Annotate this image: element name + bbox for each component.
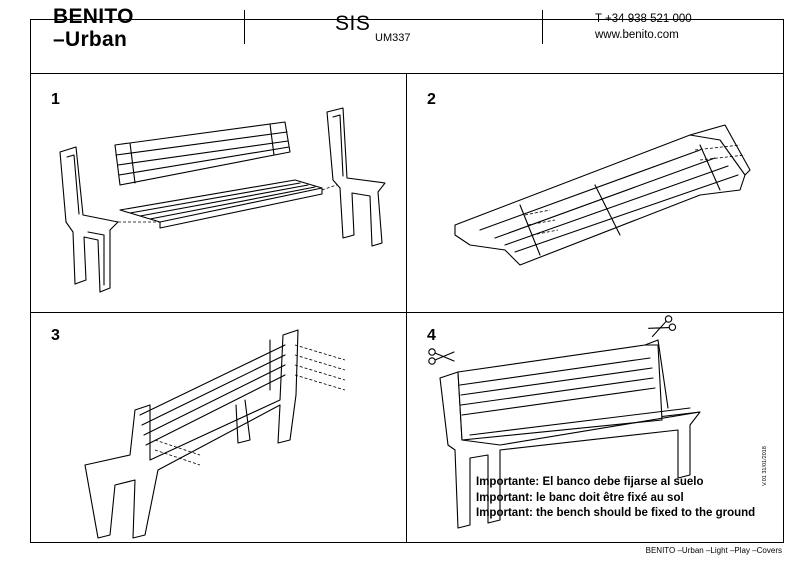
column-divider [406, 73, 407, 543]
step-4-illustration [439, 339, 701, 529]
footer-brand-line: BENITO –Urban –Light –Play –Covers [645, 546, 782, 555]
step-2-number: 2 [427, 91, 436, 108]
website: www.benito.com [595, 29, 679, 41]
left-side-frame [59, 146, 119, 293]
scissors-icon [648, 315, 677, 338]
header-divider-right [542, 10, 543, 44]
notice-french: Important: le banc doit être fixé au sol [476, 491, 684, 504]
scissors-icon [428, 348, 455, 365]
middle-rule [30, 312, 784, 313]
model-name: SIS [335, 12, 371, 35]
backrest-slats [114, 121, 291, 186]
header-divider-left [244, 10, 245, 44]
step-3-number: 3 [51, 327, 60, 344]
notice-spanish: Importante: El banco debe fijarse al sue… [476, 476, 704, 488]
contact-block: T +34 938 521 000 www.benito.com [595, 11, 692, 43]
notice-english: Important: the bench should be fixed to … [476, 507, 756, 519]
brand-logo: BENITO –Urban [53, 5, 134, 51]
step-1-illustration [59, 107, 386, 293]
step-1-number: 1 [51, 91, 60, 108]
brand-line-1: BENITO [53, 5, 134, 28]
step-4-number: 4 [427, 327, 436, 344]
step-3-illustration [84, 329, 346, 539]
version-stamp: V.01 31/01/2018 [762, 446, 768, 486]
brand-line-2: –Urban [53, 28, 128, 51]
phone-number: T +34 938 521 000 [595, 13, 692, 25]
instruction-sheet [30, 19, 784, 543]
header-rule [30, 73, 784, 74]
step-2-illustration [454, 124, 751, 266]
model-code: UM337 [375, 32, 411, 44]
seat-slats [119, 179, 323, 229]
right-side-frame [326, 107, 386, 247]
fixing-notice: Importante: El banco debe fijarse al sue… [476, 475, 755, 522]
